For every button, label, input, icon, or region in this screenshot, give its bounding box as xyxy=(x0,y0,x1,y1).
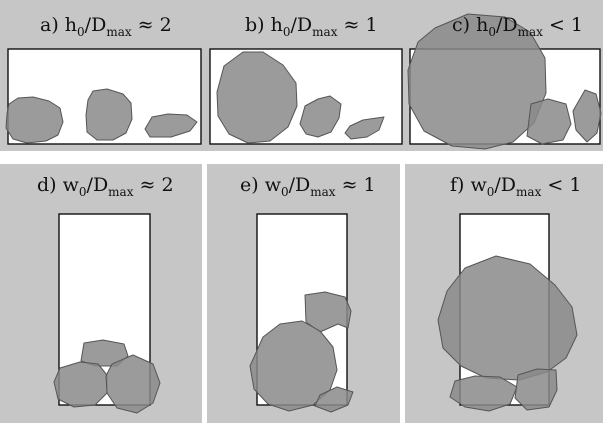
panel-d: d) w0/Dmax ≈ 2 xyxy=(37,174,174,414)
particle xyxy=(407,13,547,150)
particle xyxy=(299,95,342,138)
particle xyxy=(526,98,572,145)
particle xyxy=(85,88,133,141)
panel-b: b) h0/Dmax ≈ 1 xyxy=(209,14,403,145)
particle xyxy=(314,386,354,413)
particle xyxy=(105,354,161,414)
panel-c: c) h0/Dmax < 1 xyxy=(407,13,602,150)
panel-e: e) w0/Dmax ≈ 1 xyxy=(240,174,376,413)
panel-e-label: e) w0/Dmax ≈ 1 xyxy=(240,174,376,199)
particle xyxy=(5,96,64,144)
particle xyxy=(514,368,558,411)
panel-separator xyxy=(400,164,405,423)
particle xyxy=(216,51,298,144)
panel-f-label: f) w0/Dmax < 1 xyxy=(450,174,581,199)
panel-c-label: c) h0/Dmax < 1 xyxy=(452,14,583,39)
particle xyxy=(572,89,602,143)
particle xyxy=(53,361,108,408)
particle xyxy=(449,375,518,412)
panel-b-label: b) h0/Dmax ≈ 1 xyxy=(245,14,378,39)
panel-separator xyxy=(202,164,207,423)
particle xyxy=(144,113,198,138)
panel-a-label: a) h0/Dmax ≈ 2 xyxy=(40,14,172,39)
panel-f: f) w0/Dmax < 1 xyxy=(437,174,581,412)
particle xyxy=(344,116,385,140)
panel-a: a) h0/Dmax ≈ 2 xyxy=(5,14,202,145)
panel-d-label: d) w0/Dmax ≈ 2 xyxy=(37,174,174,199)
